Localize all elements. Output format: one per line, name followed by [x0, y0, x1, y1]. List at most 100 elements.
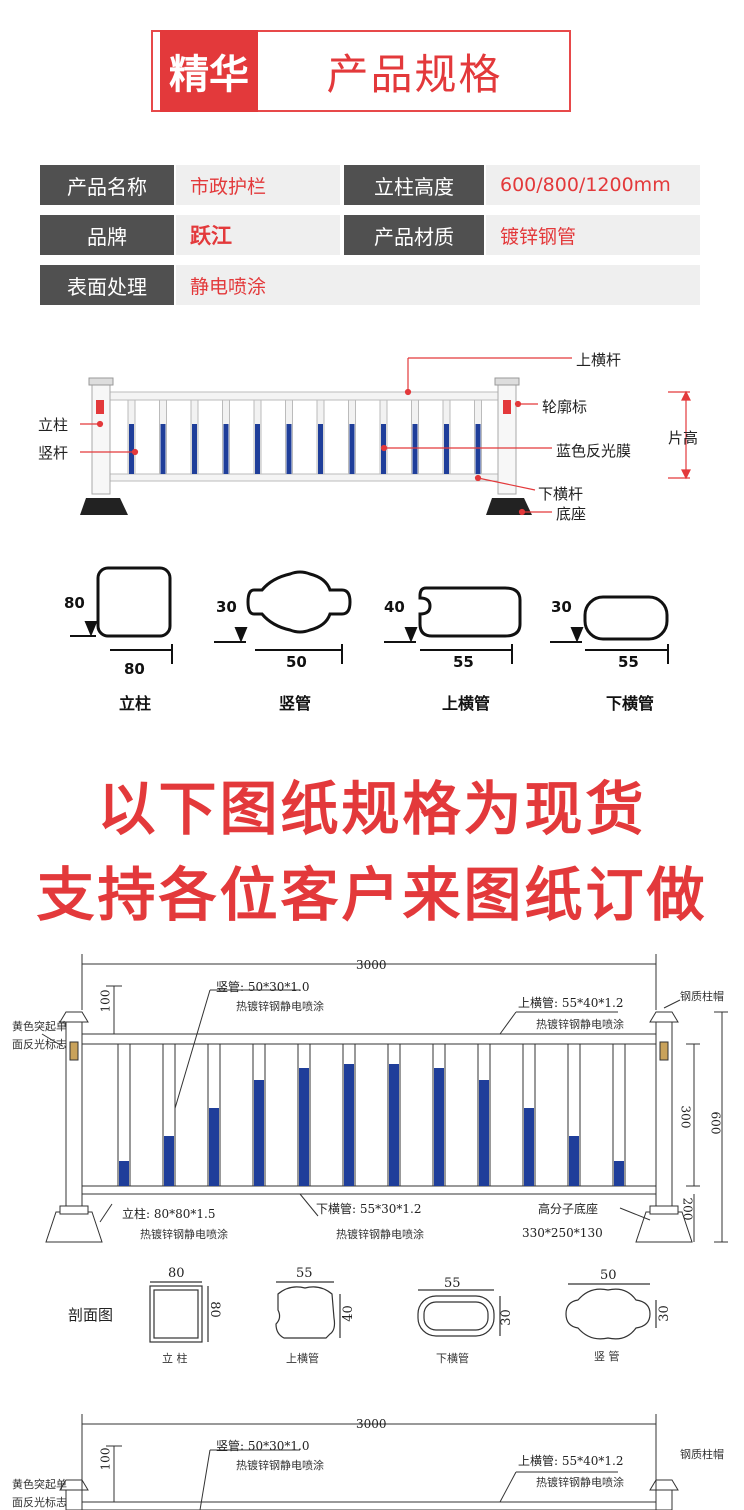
blue-film	[444, 424, 449, 474]
cad2-top-rail-note: 热镀锌钢静电喷涂	[536, 1476, 624, 1489]
cad-sec-post-top: 80	[168, 1266, 185, 1281]
cad-blue-film	[524, 1108, 534, 1186]
sec-bottom-name: 下横管	[606, 694, 655, 713]
blue-film	[255, 424, 260, 474]
cad-drawing-2	[59, 1414, 679, 1510]
blue-film	[129, 424, 134, 474]
cad-blue-film	[254, 1080, 264, 1186]
cad-sec-bottom-name: 下横管	[436, 1352, 469, 1365]
spec-key-height: 立柱高度	[344, 165, 484, 205]
sec-top-h: 40	[384, 598, 405, 616]
spec-key-name: 产品名称	[40, 165, 174, 205]
cad-blue-film	[614, 1161, 624, 1186]
cad2-cap-label: 钢质柱帽	[680, 1448, 724, 1461]
spec-val-height: 600/800/1200mm	[486, 165, 700, 205]
cad1-top-rail-note: 热镀锌钢静电喷涂	[536, 1018, 624, 1031]
cad1-vertical-note: 热镀锌钢静电喷涂	[236, 1000, 324, 1013]
cad-blue-film	[479, 1080, 489, 1186]
spec-val-surface: 静电喷涂	[176, 265, 700, 305]
cad1-base-size: 330*250*130	[522, 1226, 603, 1240]
label-post: 立柱	[38, 416, 69, 434]
sec-vertical-w: 50	[286, 653, 307, 671]
label-vertical-bar: 竖杆	[38, 444, 69, 462]
blue-film	[223, 424, 229, 474]
cad1-bottom-rail-note: 热镀锌钢静电喷涂	[336, 1228, 424, 1241]
label-bottom-rail: 下横杆	[538, 485, 584, 503]
cad-blue-film	[569, 1136, 579, 1186]
cad-sec-vertical-side: 30	[656, 1305, 672, 1322]
cad-blue-film	[209, 1108, 219, 1186]
sec-post-h: 80	[64, 594, 85, 612]
sec-top-w: 55	[453, 653, 474, 671]
vertical-bars	[127, 399, 482, 475]
cad-section-title: 剖面图	[68, 1306, 114, 1324]
cad2-reflector-label-1: 黄色突起单	[12, 1478, 67, 1491]
cad-section-profiles	[149, 1281, 657, 1343]
label-base: 底座	[556, 505, 587, 523]
cad1-width: 3000	[356, 958, 387, 972]
cad1-bottom-rail-label: 下横管: 55*30*1.2	[316, 1202, 422, 1216]
sec-post-w: 80	[124, 660, 145, 678]
blue-film	[160, 424, 166, 474]
label-top-rail: 上横杆	[576, 351, 622, 369]
label-reflector: 轮廓标	[542, 398, 588, 416]
cad-blue-film	[344, 1064, 354, 1186]
spec-key-brand: 品牌	[40, 215, 174, 255]
cad1-vertical-label: 竖管: 50*30*1.0	[216, 980, 310, 994]
cad1-reflector-label-1: 黄色突起单	[12, 1020, 67, 1033]
label-blue-film: 蓝色反光膜	[556, 442, 632, 460]
cad1-base-label: 高分子底座	[538, 1202, 599, 1216]
cad-drawing-1	[41, 954, 728, 1243]
cad1-top-rail-label: 上横管: 55*40*1.2	[518, 996, 624, 1010]
spec-val-brand: 跃江	[176, 215, 340, 255]
cad2-vertical-label: 竖管: 50*30*1.0	[216, 1439, 310, 1453]
cad2-top-offset: 100	[98, 1447, 113, 1471]
cad-sec-top-top: 55	[296, 1266, 313, 1281]
sec-vertical-h: 30	[216, 598, 237, 616]
spec-val-name: 市政护栏	[176, 165, 340, 205]
cad-sec-bottom-side: 30	[498, 1309, 514, 1326]
section-shapes	[70, 566, 669, 664]
cad2-width: 3000	[356, 1417, 387, 1431]
spec-val-material: 镀锌钢管	[486, 215, 700, 255]
page-title: 产品规格	[326, 49, 503, 99]
cad-blue-film	[389, 1064, 399, 1186]
cad1-post-note: 热镀锌钢静电喷涂	[140, 1228, 228, 1241]
cad-sec-vertical-name: 竖 管	[594, 1350, 620, 1363]
cad1-post-label: 立柱: 80*80*1.5	[122, 1207, 216, 1221]
blue-film	[475, 424, 481, 474]
cad-sec-vertical-top: 50	[600, 1268, 617, 1283]
label-panel-height: 片高	[668, 429, 699, 447]
header-frame	[151, 30, 571, 112]
blue-film	[318, 424, 323, 474]
cad1-reflector-label-2: 面反光标志	[12, 1038, 67, 1051]
cad1-dim-300: 300	[678, 1105, 693, 1129]
cad1-cap-label: 钢质柱帽	[680, 990, 724, 1003]
cad-blue-film	[434, 1068, 444, 1186]
blue-film	[286, 424, 292, 474]
sec-top-name: 上横管	[442, 694, 491, 713]
cad-blue-film	[119, 1161, 129, 1186]
cad-sec-bottom-top: 55	[444, 1276, 461, 1291]
banner-line-1: 以下图纸规格为现货	[97, 775, 647, 843]
cad-blue-film	[164, 1136, 174, 1186]
sec-bottom-w: 55	[618, 653, 639, 671]
banner-line-2: 支持各位客户来图纸订做	[36, 861, 708, 929]
cad-sec-post-name: 立 柱	[162, 1352, 188, 1365]
blue-film	[192, 424, 197, 474]
sec-vertical-name: 竖管	[279, 694, 312, 713]
cad1-dim-600: 600	[708, 1111, 723, 1135]
blue-film	[412, 424, 418, 474]
fence-diagram	[80, 357, 691, 516]
blue-film	[349, 424, 355, 474]
cad1-top-offset: 100	[98, 989, 113, 1013]
cad-sec-top-name: 上横管	[286, 1352, 319, 1365]
spec-key-surface: 表面处理	[40, 265, 174, 305]
cad2-reflector-label-2: 面反光标志	[12, 1496, 67, 1509]
sec-post-name: 立柱	[119, 694, 152, 713]
spec-key-material: 产品材质	[344, 215, 484, 255]
header-tag: 精华	[160, 30, 258, 112]
cad-blue-film	[299, 1068, 309, 1186]
cad1-dim-200: 200	[680, 1197, 695, 1221]
cad-sec-top-side: 40	[340, 1305, 356, 1322]
